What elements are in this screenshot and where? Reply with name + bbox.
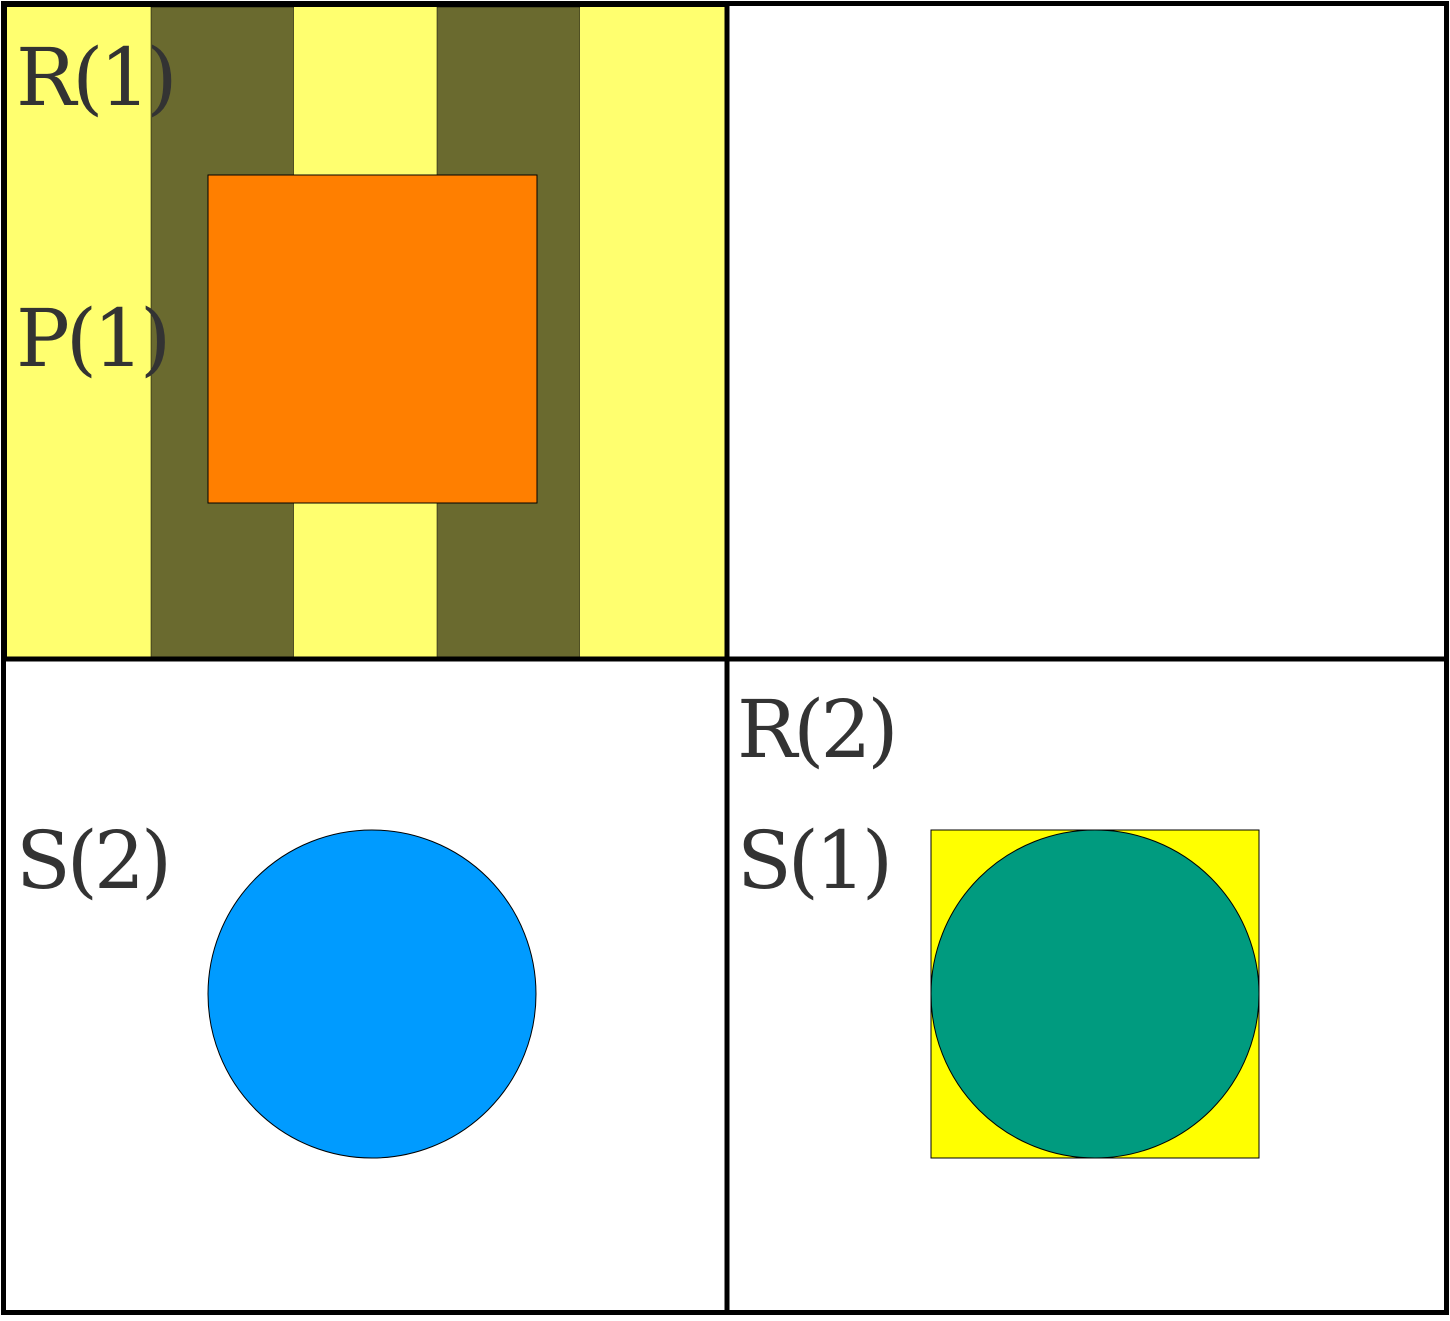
stripe-5 (580, 7, 727, 659)
top-left-cell-border (4, 4, 728, 661)
label-p1: P(1) (16, 292, 171, 385)
blue-circle (207, 829, 537, 1159)
label-s2: S(2) (16, 814, 172, 907)
label-r1: R(1) (16, 31, 178, 124)
label-r2: R(2) (737, 683, 899, 776)
cell-top-right-background (727, 7, 1447, 659)
green-circle (930, 829, 1260, 1159)
stripe-1 (7, 7, 151, 659)
orange-square (207, 174, 538, 504)
label-s1: S(1) (737, 814, 893, 907)
